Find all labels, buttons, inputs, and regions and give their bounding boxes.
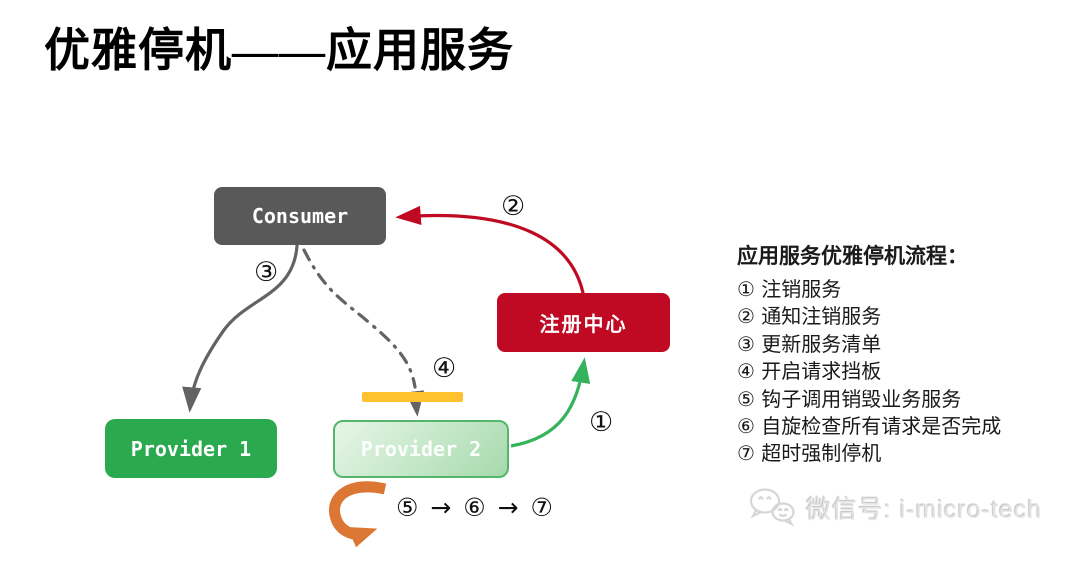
shutdown-steps-panel: 应用服务优雅停机流程： ① 注销服务 ② 通知注销服务 ③ 更新服务清单 ④ 开… [737,240,1001,468]
node-provider-1[interactable]: Provider 1 [105,419,277,478]
legend-item: ② 通知注销服务 [737,304,882,329]
node-registry-center[interactable]: 注册中心 [497,293,670,352]
legend-item: ① 注销服务 [737,277,842,301]
step-badge-2: ② [501,191,526,222]
node-consumer[interactable]: Consumer [214,187,386,245]
node-provider1-label: Provider 1 [130,436,252,461]
legend-list: ① 注销服务 ② 通知注销服务 ③ 更新服务清单 ④ 开启请求挡板 ⑤ 钩子调用… [737,276,1001,468]
node-registry-label: 注册中心 [539,314,628,336]
watermark-text: 微信号: i-micro-tech [806,496,1043,524]
legend-item: ⑤ 钩子调用销毁业务服务 [737,386,962,411]
legend-item: ④ 开启请求挡板 [737,359,882,384]
loop-sequence-label: ⑤ → ⑥ → ⑦ [396,493,555,522]
watermark: 微信号: i-micro-tech [746,486,1042,530]
page-title: 优雅停机——应用服务 [44,25,514,76]
legend-item: ⑥ 自旋检查所有请求是否完成 [737,414,1002,439]
arrow-step3-route-provider1 [182,244,299,413]
step-badge-1: ① [589,407,614,438]
loop-arrow-icon [328,481,387,548]
arrow-barrier-to-provider2 [405,390,425,417]
step-badge-3: ③ [254,257,279,288]
legend-item: ③ 更新服务清单 [737,331,882,356]
legend-item: ⑦ 超时强制停机 [737,441,882,466]
arrow-step2-notify-consumer [395,205,586,299]
node-consumer-label: Consumer [251,204,349,228]
arrow-step1-deregister [510,357,591,448]
node-provider-2[interactable]: Provider 2 [333,420,509,478]
arrow-blocked-call-provider2 [302,248,417,389]
wechat-icon [749,488,795,527]
node-provider2-label: Provider 2 [360,437,482,461]
step-badge-4: ④ [432,353,457,384]
legend-header: 应用服务优雅停机流程： [737,245,968,268]
request-barrier-bar [362,392,463,402]
